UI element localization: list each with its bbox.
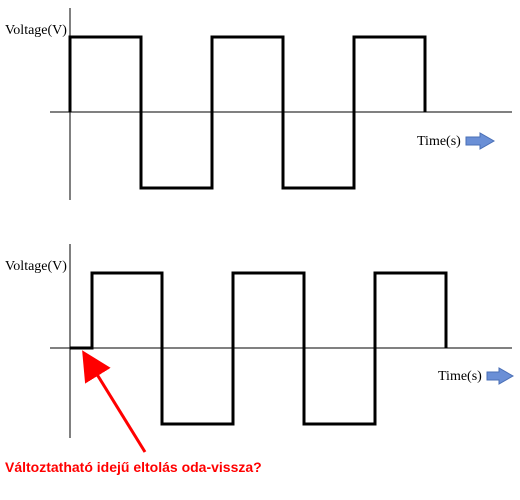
top-plot: Voltage(V) Time(s) xyxy=(5,8,512,200)
top-square-wave xyxy=(68,35,427,190)
bottom-y-label: Voltage(V) xyxy=(5,259,67,274)
bottom-x-label: Time(s) xyxy=(438,369,482,384)
annotation-text: Változtatható idejű eltolás oda-vissza? xyxy=(5,459,262,475)
top-x-label: Time(s) xyxy=(417,134,461,149)
red-pointer-arrow-icon xyxy=(82,350,147,453)
right-arrow-icon xyxy=(486,367,515,385)
bottom-square-wave xyxy=(70,271,448,426)
top-y-label: Voltage(V) xyxy=(5,23,67,38)
right-arrow-icon xyxy=(465,132,496,150)
bottom-plot: Voltage(V) Time(s) xyxy=(5,244,515,438)
